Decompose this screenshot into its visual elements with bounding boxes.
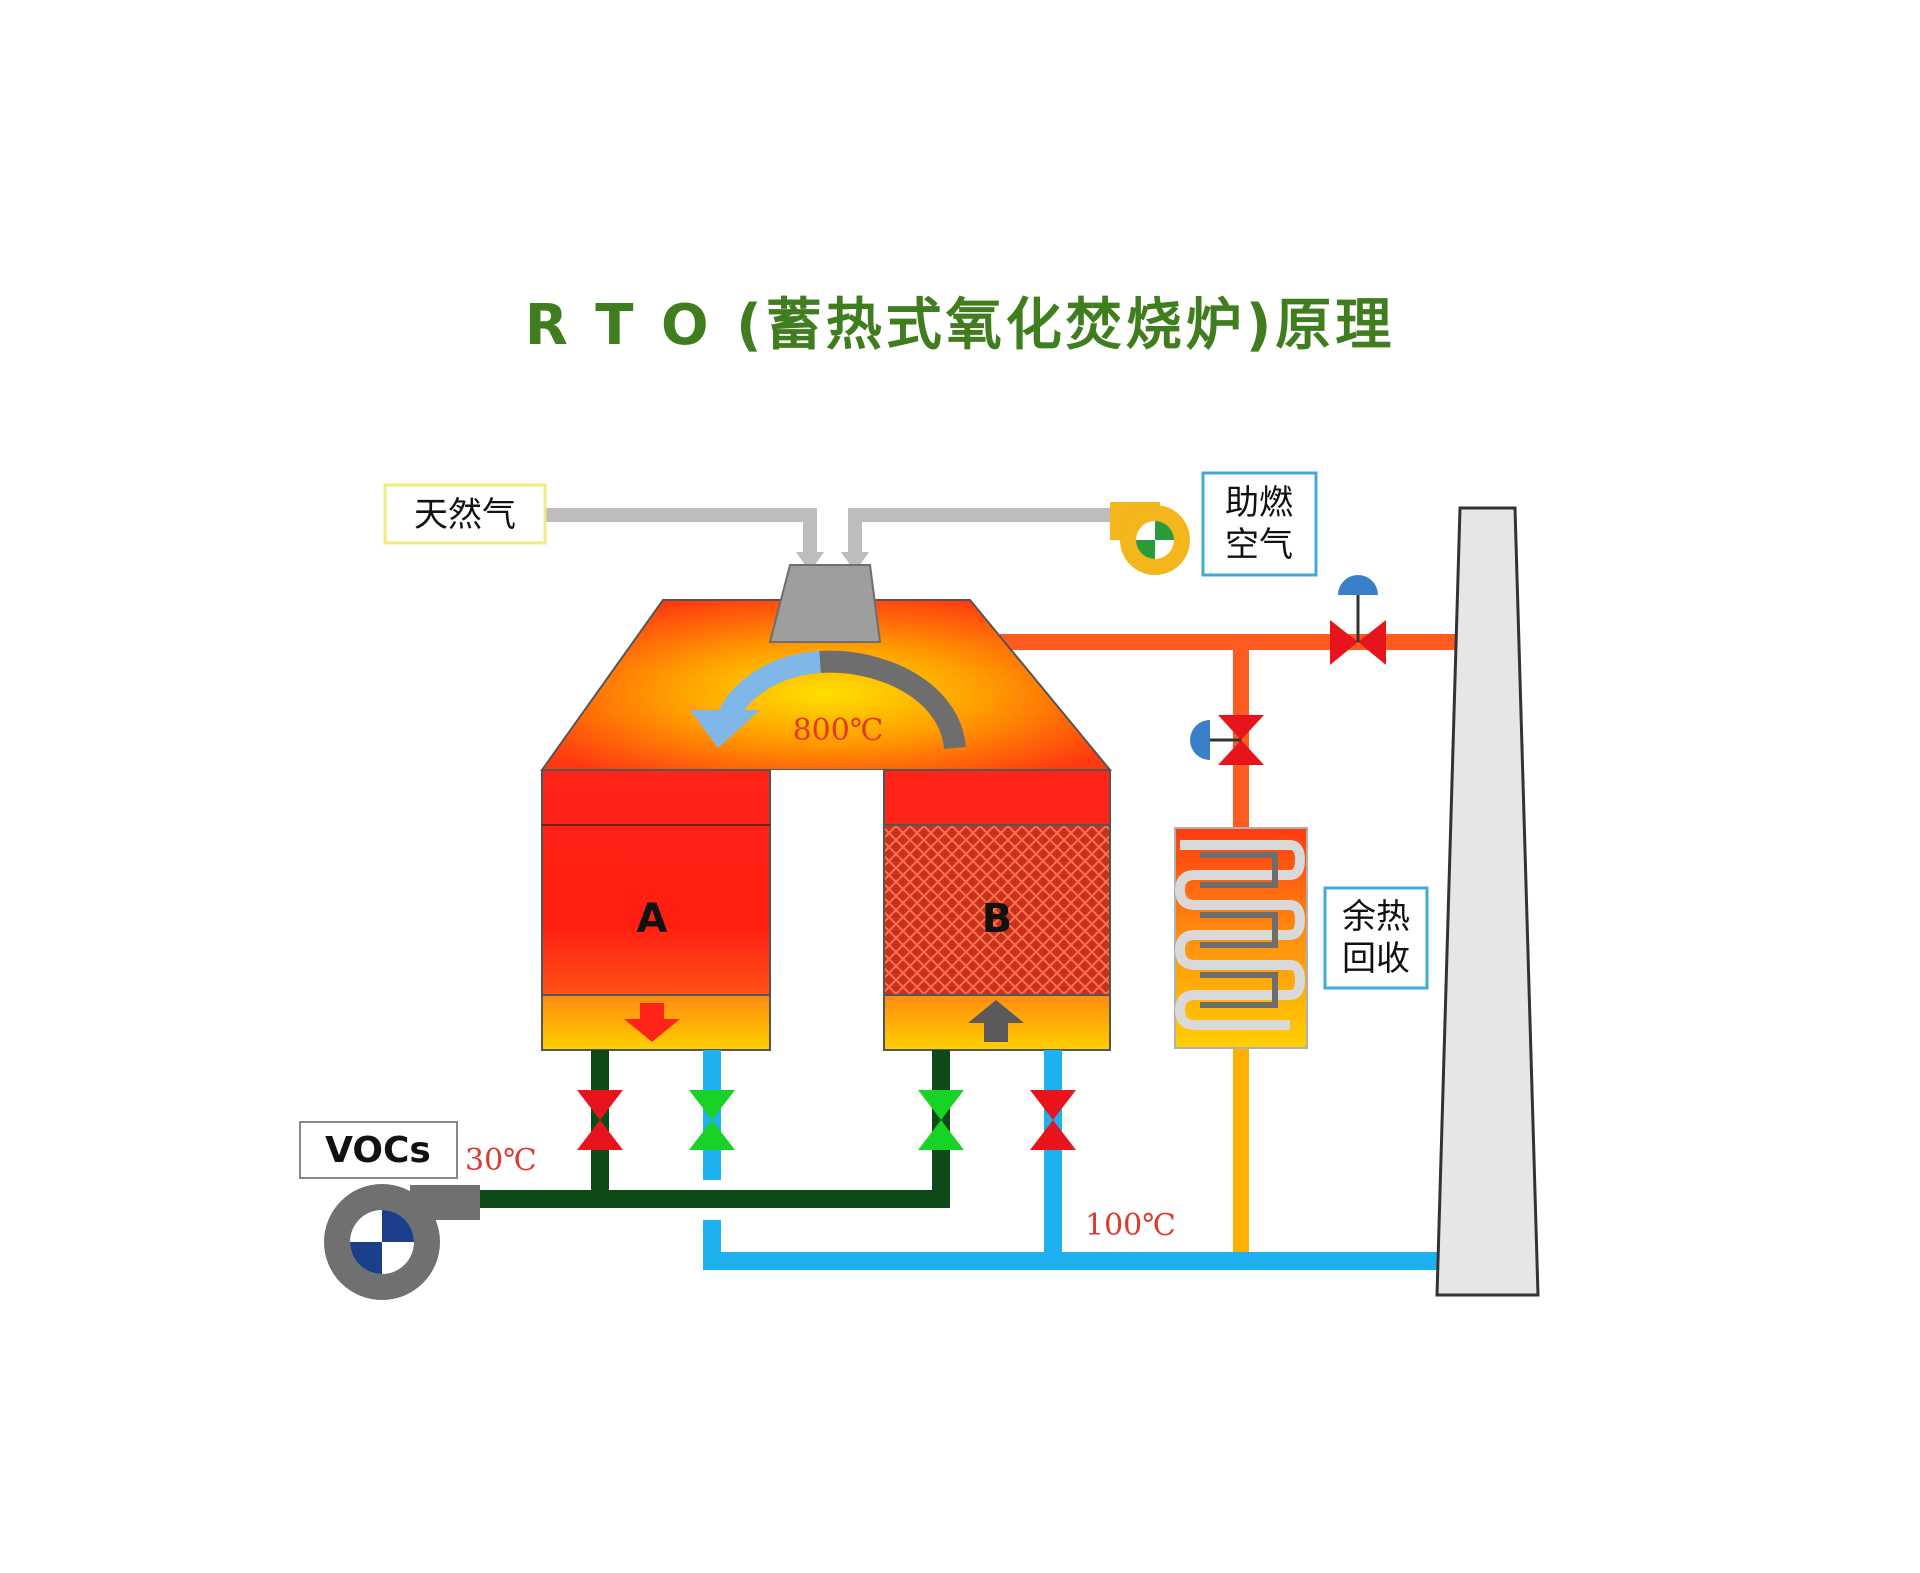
circulation-arrow-icon	[690, 650, 966, 750]
page-title: R T O (蓄热式氧化焚烧炉)原理	[524, 293, 1396, 358]
regenerator-a: A	[541, 769, 771, 1051]
heat-recovery-valve	[1190, 715, 1264, 765]
combustion-air-label-1: 助燃	[1225, 483, 1293, 523]
down-arrow-icon	[624, 1003, 680, 1042]
clean-outlet-pipe	[703, 1050, 1443, 1270]
chamber-b-label: B	[982, 896, 1013, 942]
valve-b-outlet	[1030, 1090, 1076, 1150]
natural-gas-label-box: 天然气	[383, 483, 547, 545]
bypass-valve	[1330, 575, 1386, 665]
heat-recovery-label-2: 回收	[1342, 939, 1410, 979]
air-blower-icon	[1110, 502, 1190, 575]
heat-recovery-label-1: 余热	[1342, 897, 1410, 937]
chimney	[1435, 506, 1540, 1297]
combustion-air-label-box: 助燃 空气	[1201, 471, 1318, 577]
combustion-air-pipe	[841, 508, 1120, 572]
warm-pipe	[1233, 1045, 1249, 1255]
vocs-fan-icon	[324, 1184, 480, 1300]
valve-b-inlet	[918, 1090, 964, 1150]
vocs-label-box: VOCs	[299, 1121, 458, 1179]
heat-recovery-label-box: 余热 回收	[1323, 886, 1429, 990]
valve-a-outlet	[689, 1090, 735, 1150]
natural-gas-pipe	[545, 508, 824, 572]
chamber-gap	[771, 770, 883, 1050]
burner-icon	[768, 564, 882, 643]
combustion-temperature: 800℃	[793, 713, 884, 748]
regenerator-b: B	[883, 769, 1111, 1051]
combustion-air-label-2: 空气	[1225, 525, 1293, 565]
vocs-inlet-pipe	[470, 1050, 950, 1208]
up-arrow-icon	[968, 1000, 1024, 1042]
valve-a-inlet	[577, 1090, 623, 1150]
vocs-label: VOCs	[325, 1130, 431, 1171]
natural-gas-label: 天然气	[414, 495, 516, 535]
outlet-temperature: 100℃	[1085, 1208, 1176, 1243]
heat-exchanger	[1174, 827, 1308, 1049]
inlet-temperature: 30℃	[465, 1143, 537, 1178]
chamber-a-label: A	[637, 896, 668, 942]
